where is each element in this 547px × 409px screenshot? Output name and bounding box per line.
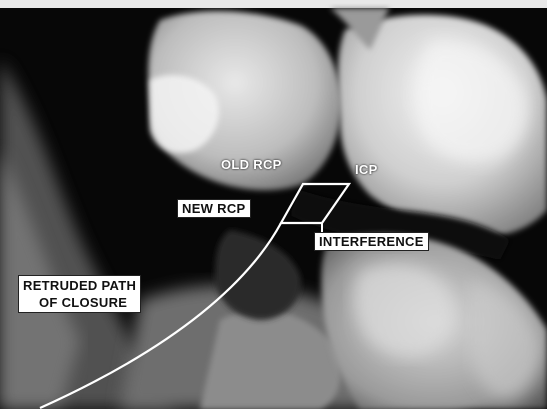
icp-label: ICP xyxy=(355,162,378,177)
old-rcp-label: OLD RCP xyxy=(221,157,282,172)
retruded-path-line-1: RETRUDED PATH xyxy=(23,277,136,294)
retruded-path-line-2: OF CLOSURE xyxy=(23,294,136,311)
interference-label: INTERFERENCE xyxy=(314,232,429,251)
retruded-path-label: RETRUDED PATH OF CLOSURE xyxy=(18,275,141,313)
new-rcp-label: NEW RCP xyxy=(177,199,251,218)
